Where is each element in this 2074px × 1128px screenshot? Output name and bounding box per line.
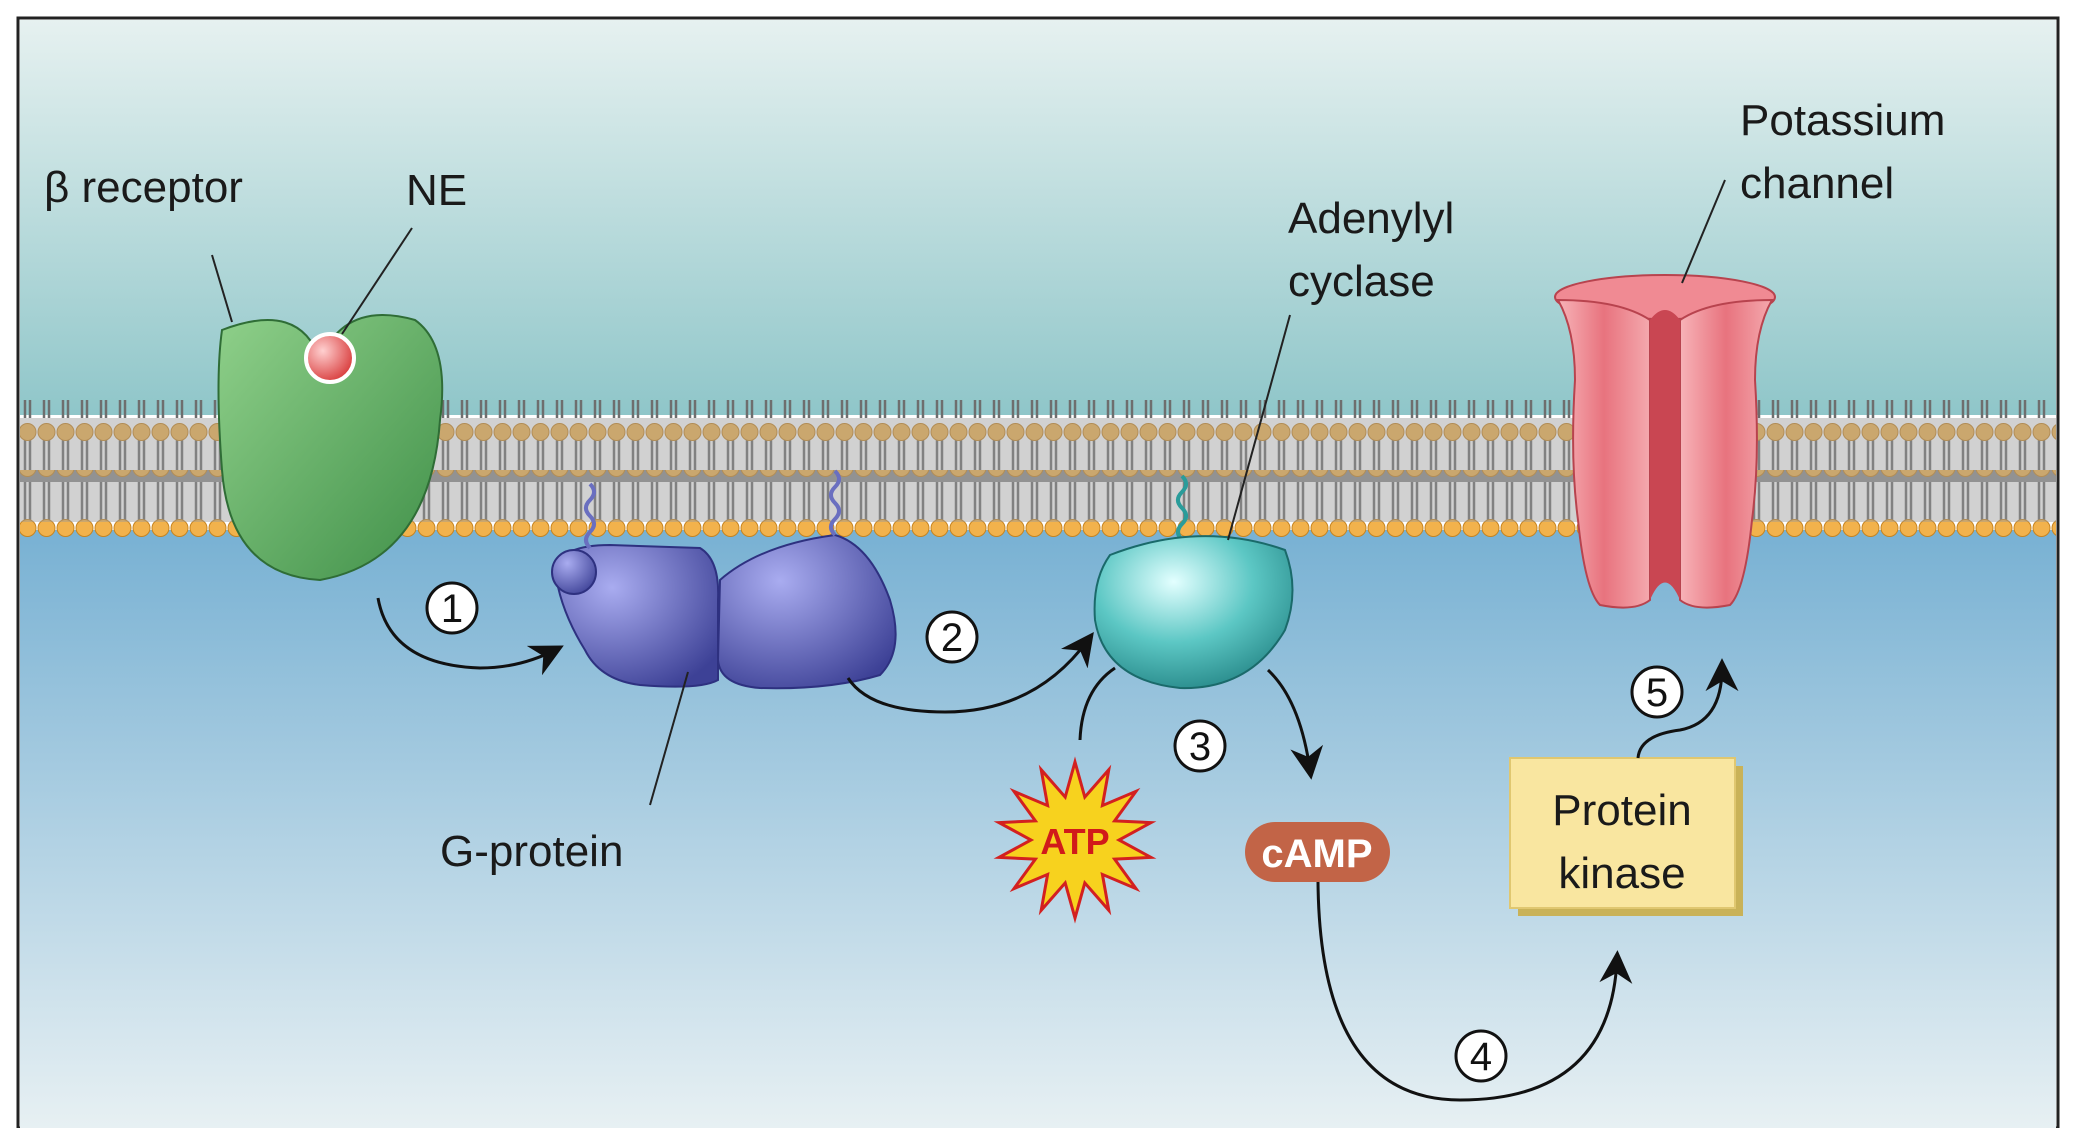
leader-adenylyl-cyclase [1227, 314, 1291, 541]
arrow-step-1 [376, 597, 564, 676]
step-2-label: 2 [941, 616, 963, 660]
step-2-circle [925, 610, 979, 664]
potassium-channel-shape [1554, 274, 1776, 609]
step-3-label: 3 [1189, 725, 1211, 769]
arrow-step-4 [1316, 881, 1633, 1102]
leader-g-protein [649, 671, 689, 806]
step-3-circle [1173, 719, 1227, 773]
step-4-label: 4 [1470, 1035, 1492, 1079]
leader-potassium-channel [1681, 179, 1726, 284]
camp-badge [1245, 822, 1390, 882]
arrow-step-3 [1266, 668, 1324, 780]
ne-molecule [304, 332, 356, 384]
arrow-step-2 [846, 632, 1094, 714]
protein-kinase-box [1509, 757, 1736, 909]
protein-kinase-label-line2: kinase [1558, 849, 1685, 898]
arrow-atp-in [1078, 666, 1116, 741]
arrow-step-5 [1636, 658, 1739, 759]
step-markers: 1 2 3 4 5 [425, 581, 1684, 1083]
protein-kinase-label-line1: Protein [1552, 786, 1691, 835]
step-5-circle [1630, 665, 1684, 719]
adenylyl-cyclase-shape [1093, 474, 1294, 690]
potassium-channel-label-line2: channel [1740, 159, 1894, 208]
adenylyl-cyclase-label-line1: Adenylyl [1288, 194, 1454, 243]
adenylyl-cyclase-label-line2: cyclase [1288, 257, 1435, 306]
g-protein-shape [551, 469, 897, 690]
leader-ne [341, 227, 413, 335]
camp-label: cAMP [1261, 832, 1372, 876]
ne-label: NE [406, 166, 467, 215]
atp-starburst [993, 756, 1157, 924]
leader-beta-receptor [211, 254, 233, 323]
atp-label: ATP [1040, 821, 1109, 862]
potassium-channel-label-line1: Potassium [1740, 96, 1945, 145]
g-protein-label: G-protein [440, 827, 623, 876]
pathway-arrows [376, 597, 1739, 1102]
step-1-label: 1 [441, 587, 463, 631]
beta-receptor-label: β receptor [44, 163, 243, 212]
step-4-circle [1454, 1029, 1508, 1083]
leader-lines [211, 179, 1726, 806]
step-1-circle [425, 581, 479, 635]
step-5-label: 5 [1646, 671, 1668, 715]
